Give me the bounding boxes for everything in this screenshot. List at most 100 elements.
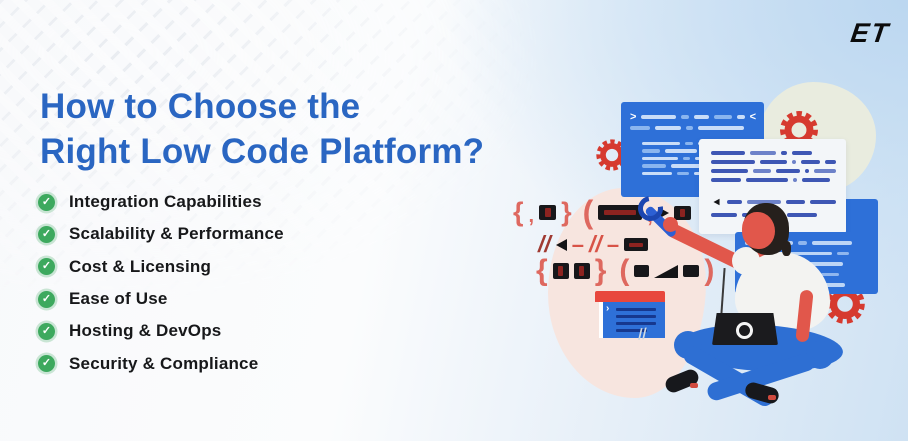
small-window-titlebar (595, 291, 665, 302)
code-line-segment (809, 200, 836, 204)
code-line-segment (642, 156, 678, 160)
dash-glyph: – (606, 231, 620, 257)
code-line-segment (698, 126, 744, 130)
page-title-line1: How to Choose the (40, 87, 361, 126)
page-title: How to Choose the Right Low Code Platfor… (40, 84, 484, 174)
code-line (711, 160, 836, 164)
laptop-logo-icon (736, 322, 753, 339)
code-line-segment (798, 241, 807, 245)
shoe-accent (690, 383, 698, 388)
code-line-segment (747, 200, 781, 204)
code-line-segment (804, 169, 810, 173)
code-line-segment (801, 160, 821, 164)
small-window-code-lines (616, 308, 656, 332)
code-line-segment (642, 149, 660, 153)
code-line-segment (812, 241, 852, 245)
code-line-segment (711, 160, 756, 164)
code-line-segment (814, 169, 836, 173)
code-line: >< (630, 111, 756, 123)
code-line-segment (642, 164, 666, 168)
hair-tail (782, 241, 791, 256)
triangle-icon (713, 198, 720, 206)
dash-pattern-texture (0, 0, 540, 300)
code-symbols-row-3: { } ( ) (536, 254, 714, 288)
list-item: ✓ Integration Capabilities (38, 186, 284, 218)
paren-open-glyph: ( (619, 254, 630, 287)
code-line (711, 151, 836, 155)
shoe-accent (768, 395, 776, 400)
code-line-segment (677, 171, 689, 175)
list-item: ✓ Scalability & Performance (38, 218, 284, 250)
brace-close-glyph: } (594, 254, 607, 287)
code-line-segment (737, 115, 745, 119)
check-icon: ✓ (38, 290, 55, 308)
code-line-segment (815, 283, 845, 287)
page-title-line2: Right Low Code Platform? (40, 132, 485, 171)
code-line-segment (793, 178, 797, 182)
code-line (711, 178, 836, 182)
code-line-segment (642, 141, 680, 145)
code-line-segment (655, 126, 681, 130)
play-marker-icon: › (606, 303, 610, 314)
check-icon: ✓ (38, 355, 55, 373)
code-block (552, 263, 569, 279)
code-line-segment (642, 171, 672, 175)
code-block (624, 238, 649, 251)
code-line-segment (775, 169, 800, 173)
triangle-icon (654, 264, 679, 278)
brace-close-glyph: } (561, 197, 572, 227)
developer-illustration (630, 191, 890, 410)
triangle-icon (657, 206, 669, 219)
list-item-label: Cost & Licensing (69, 256, 212, 276)
code-block (634, 265, 650, 277)
code-line-segment (837, 251, 849, 255)
code-line-segment (630, 126, 650, 130)
code-line-segment (694, 115, 709, 119)
code-line-segment (785, 200, 805, 204)
list-item-label: Scalability & Performance (69, 224, 284, 244)
list-item-label: Integration Capabilities (69, 192, 262, 212)
code-line-segment (752, 169, 771, 173)
list-item-label: Hosting & DevOps (69, 321, 222, 341)
code-line-segment (825, 160, 836, 164)
code-line-segment (713, 115, 733, 119)
code-line-segment (807, 262, 843, 266)
check-icon: ✓ (38, 193, 55, 211)
list-item: ✓ Ease of Use (38, 283, 284, 315)
code-line-segment (711, 178, 741, 182)
slashes-glyph: // (538, 231, 551, 257)
code-line-segment (802, 178, 830, 182)
chevron-icon: > (630, 111, 637, 123)
code-line-segment (787, 213, 817, 217)
code-line-segment (791, 160, 796, 164)
face (742, 212, 775, 249)
comma-glyph: , (528, 205, 535, 227)
list-item-label: Ease of Use (69, 289, 168, 309)
list-item: ✓ Hosting & DevOps (38, 315, 284, 347)
code-line-segment (685, 141, 693, 145)
shoe (663, 367, 701, 395)
code-line-segment (711, 213, 737, 217)
code-line-segment (686, 126, 693, 130)
hand (663, 217, 678, 232)
code-line-segment (780, 251, 832, 255)
code-line-segment (641, 115, 677, 119)
code-line-segment (711, 169, 748, 173)
code-line-segment (665, 149, 697, 153)
code-symbols-row-2: // – // – (538, 231, 649, 258)
paren-open-glyph: ( (582, 194, 594, 230)
triangle-icon (555, 238, 567, 251)
dash-glyph: – (571, 231, 585, 257)
code-block (673, 205, 691, 220)
code-line-segment (727, 200, 743, 204)
criteria-checklist: ✓ Integration Capabilities ✓ Scalability… (38, 186, 284, 380)
list-item: ✓ Cost & Licensing (38, 251, 284, 283)
slashes-glyph: // (589, 231, 602, 257)
small-window-body: › (599, 302, 665, 338)
brand-logo: ET (849, 18, 893, 48)
code-line-segment (671, 164, 713, 168)
code-line-segment (750, 151, 776, 155)
code-line-segment (792, 151, 812, 155)
code-line (711, 196, 836, 208)
check-icon: ✓ (38, 322, 55, 340)
